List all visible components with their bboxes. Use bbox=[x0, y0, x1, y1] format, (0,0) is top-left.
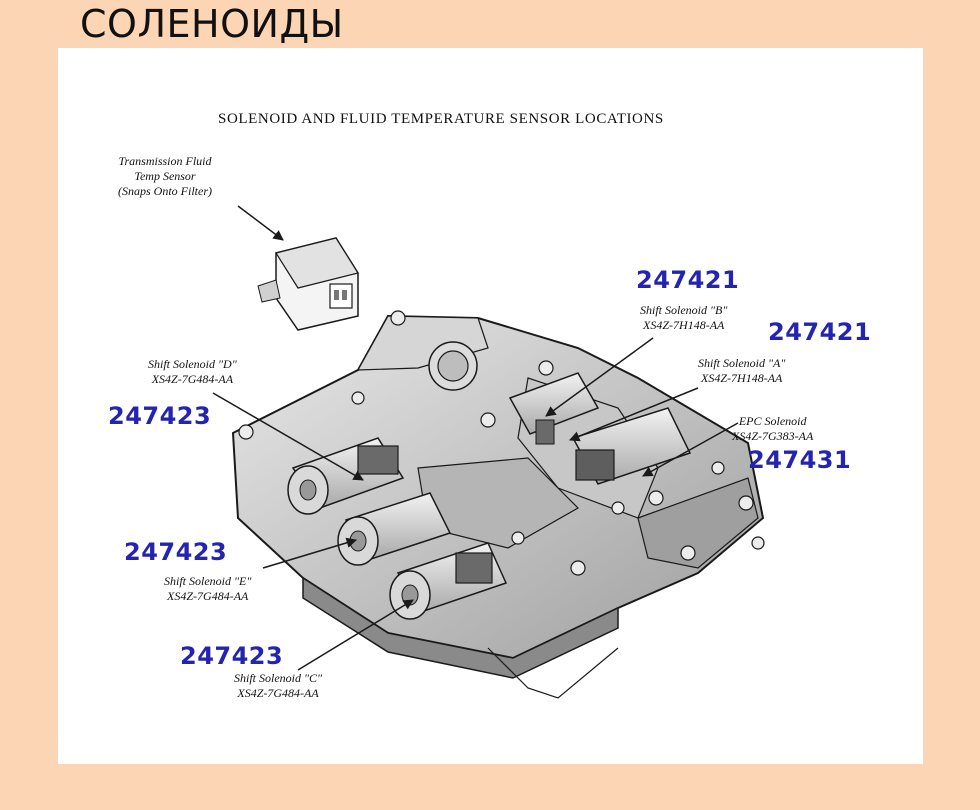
solenoid-c bbox=[389, 542, 508, 620]
part-number-shift-b: 247421 bbox=[636, 266, 740, 294]
label-shift-e-code: XS4Z-7G484-AA bbox=[167, 589, 249, 603]
label-shift-c-name: Shift Solenoid "C" bbox=[234, 671, 323, 685]
leader-shift-d bbox=[212, 392, 364, 481]
slide-title: СОЛЕНОИДЫ bbox=[80, 2, 344, 46]
diagram-title: SOLENOID AND FLUID TEMPERATURE SENSOR LO… bbox=[218, 111, 664, 127]
label-epc-code: XS4Z-7G383-AA bbox=[732, 429, 814, 443]
label-shift-d: Shift Solenoid "D" XS4Z-7G484-AA bbox=[148, 357, 237, 387]
diagram-panel: SOLENOID AND FLUID TEMPERATURE SENSOR LO… bbox=[58, 48, 923, 764]
label-shift-a: Shift Solenoid "A" XS4Z-7H148-AA bbox=[698, 356, 785, 386]
leader-shift-a bbox=[569, 387, 699, 442]
label-shift-b-code: XS4Z-7H148-AA bbox=[643, 318, 725, 332]
leader-shift-c bbox=[297, 599, 414, 671]
leader-epc bbox=[642, 422, 739, 477]
leader-shift-e bbox=[262, 537, 358, 569]
leader-shift-b bbox=[545, 337, 654, 417]
solenoid-b bbox=[508, 372, 600, 445]
part-number-shift-d: 247423 bbox=[108, 402, 212, 430]
solenoid-a-epc bbox=[571, 407, 692, 485]
label-shift-e: Shift Solenoid "E" XS4Z-7G484-AA bbox=[164, 574, 251, 604]
part-number-shift-a: 247421 bbox=[768, 318, 872, 346]
part-number-shift-c: 247423 bbox=[180, 642, 284, 670]
leader-sensor bbox=[237, 205, 284, 241]
label-shift-d-code: XS4Z-7G484-AA bbox=[151, 372, 234, 386]
solenoid-e bbox=[337, 492, 452, 566]
sensor-label-line2: Temp Sensor bbox=[134, 169, 196, 183]
label-epc-name: EPC Solenoid bbox=[738, 414, 807, 428]
label-shift-b-name: Shift Solenoid "B" bbox=[640, 303, 728, 317]
label-shift-e-name: Shift Solenoid "E" bbox=[164, 574, 252, 588]
sensor-label: Transmission Fluid Temp Sensor (Snaps On… bbox=[118, 154, 212, 199]
label-shift-a-name: Shift Solenoid "A" bbox=[698, 356, 786, 370]
label-epc: EPC Solenoid XS4Z-7G383-AA bbox=[732, 414, 813, 444]
sensor-label-line3: (Snaps Onto Filter) bbox=[118, 184, 212, 198]
sensor-label-line1: Transmission Fluid bbox=[118, 154, 212, 168]
label-shift-c: Shift Solenoid "C" XS4Z-7G484-AA bbox=[234, 671, 322, 701]
fluid-temp-sensor bbox=[257, 237, 359, 331]
label-shift-b: Shift Solenoid "B" XS4Z-7H148-AA bbox=[640, 303, 727, 333]
label-shift-c-code: XS4Z-7G484-AA bbox=[237, 686, 319, 700]
solenoid-d bbox=[287, 437, 405, 515]
label-shift-d-name: Shift Solenoid "D" bbox=[148, 357, 237, 371]
valve-body-illustration bbox=[212, 205, 765, 699]
part-number-epc: 247431 bbox=[748, 446, 852, 474]
label-shift-a-code: XS4Z-7H148-AA bbox=[701, 371, 783, 385]
part-number-shift-e: 247423 bbox=[124, 538, 228, 566]
